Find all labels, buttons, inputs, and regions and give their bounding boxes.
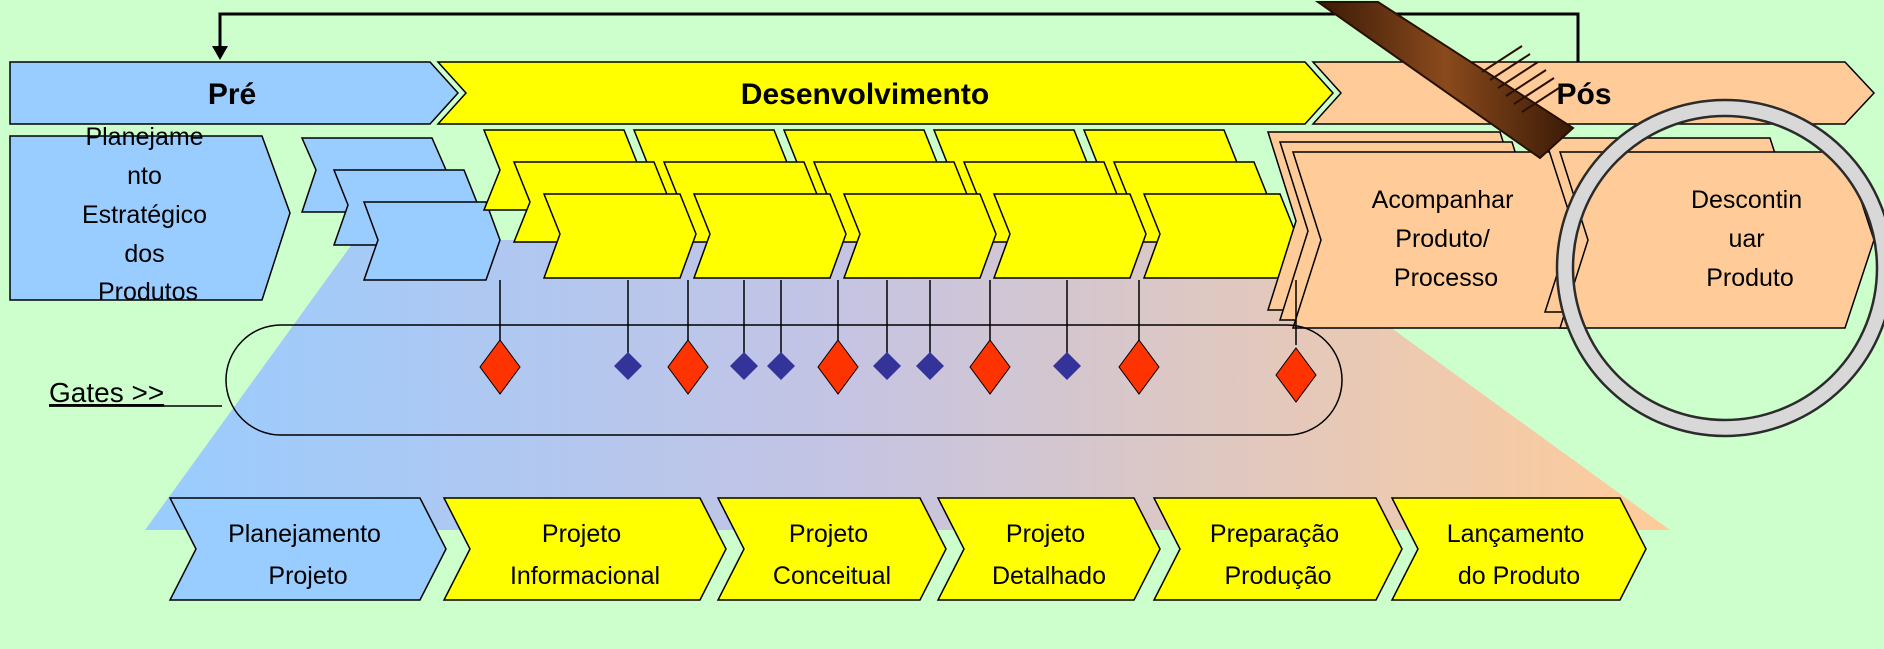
phase-bar-pos-label: Pós — [1556, 78, 1611, 111]
gate-minor-diamond — [873, 352, 901, 380]
phase-bar-desenvolvimento-label: Desenvolvimento — [741, 78, 989, 111]
phase-bar-pre — [9, 61, 460, 125]
gate-minor-diamond — [730, 352, 758, 380]
gate-major-diamond — [1118, 339, 1160, 395]
magnifier-lens-outline-outer — [1555, 98, 1884, 438]
gate-minor-diamond — [1053, 352, 1081, 380]
strategic-planning-chevron — [9, 135, 291, 301]
gate-minor-diamond — [767, 352, 795, 380]
gate-major-diamond — [969, 339, 1011, 395]
pre-stack-chevron — [362, 201, 501, 281]
monitor-product-process-label: Acompanhar Produto/ Processo — [1372, 186, 1521, 292]
discontinue-product-label: Descontin uar Produto — [1691, 186, 1809, 292]
discontinue-product-chevron — [1558, 151, 1875, 329]
phase-chevron — [936, 497, 1161, 601]
phase-label: Projeto Informacional — [510, 520, 660, 590]
feedback-loop-arrow — [218, 12, 1580, 62]
phase-chevron — [1390, 497, 1647, 601]
gate-major-diamond — [479, 339, 521, 395]
phase-chevron — [1152, 497, 1403, 601]
magnifier-lens-outline-inner — [1571, 114, 1879, 422]
development-stage-chevrons — [482, 129, 1297, 279]
phase-bar-pre-label: Pré — [208, 78, 256, 111]
feedback-arrowhead — [212, 46, 228, 60]
magnifier-lens-rim — [1557, 100, 1884, 436]
gate-connector-lines — [499, 280, 1297, 358]
gates-track — [225, 324, 1343, 436]
phase-label: Projeto Conceitual — [773, 520, 891, 590]
gate-major-diamond — [817, 339, 859, 395]
phase-label: Lançamento do Produto — [1447, 520, 1592, 590]
phase-bar-desenvolvimento — [436, 61, 1335, 125]
gates-label: Gates >> — [49, 377, 164, 408]
gate-major-diamond — [1275, 347, 1317, 403]
phase-chevron — [168, 497, 447, 601]
phase-label: Projeto Detalhado — [992, 520, 1106, 590]
gate-major-diamond — [667, 339, 709, 395]
phase-chevron — [716, 497, 947, 601]
magnifying-glass-icon — [1314, 1, 1884, 438]
strategic-planning-label: Planejame nto Estratégico dos Produtos — [82, 123, 214, 306]
phase-chevron — [442, 497, 727, 601]
magnifier-handle — [1314, 1, 1575, 160]
gate-minor-diamond — [614, 352, 642, 380]
phase-label: Planejamento Projeto — [228, 520, 388, 590]
phase-label: Preparação Produção — [1210, 520, 1346, 590]
gate-minor-diamond — [916, 352, 944, 380]
